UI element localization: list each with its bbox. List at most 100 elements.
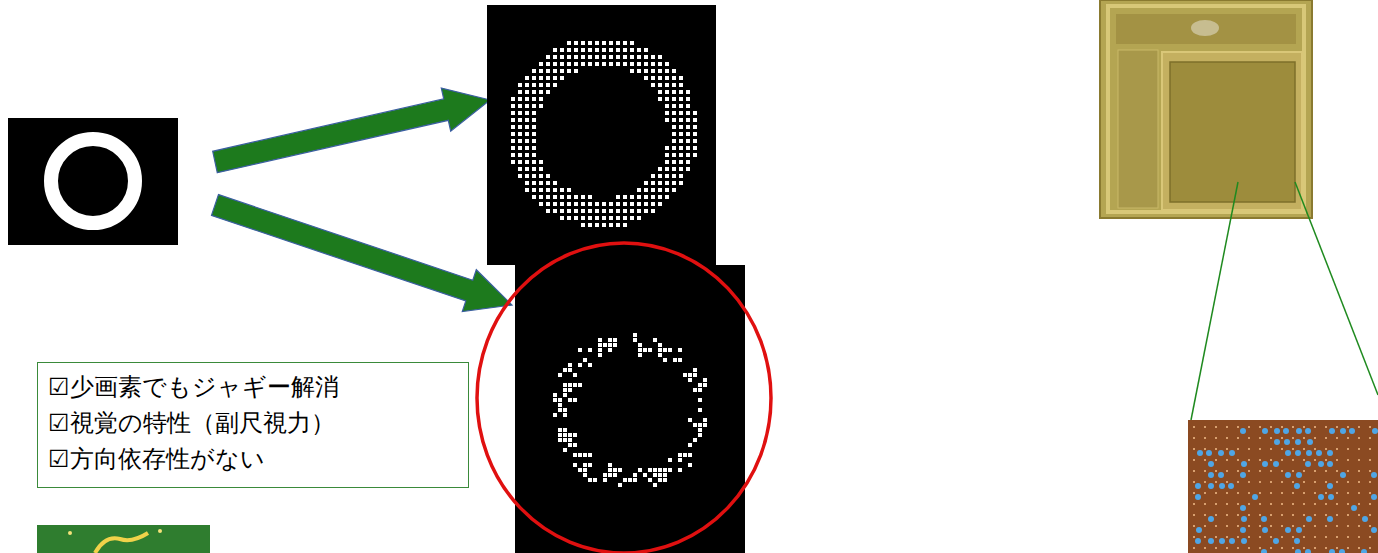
pixel <box>651 83 655 87</box>
pixel <box>1270 437 1272 439</box>
pixel <box>553 76 557 80</box>
pixel <box>648 478 652 482</box>
pixel <box>567 188 571 192</box>
pixel <box>637 188 641 192</box>
pixel <box>679 160 683 164</box>
pixel <box>1336 437 1338 439</box>
pixel <box>658 348 662 352</box>
pixel <box>686 153 690 157</box>
pixel <box>613 338 617 342</box>
pixel <box>518 97 522 101</box>
pixel <box>665 111 669 115</box>
pixel <box>678 468 682 472</box>
pixel <box>637 209 641 213</box>
pixel <box>658 188 662 192</box>
pixel <box>1259 503 1261 505</box>
pixel <box>578 348 582 352</box>
pixel <box>546 181 550 185</box>
pixel <box>546 76 550 80</box>
pixel <box>1314 481 1316 483</box>
pixel <box>1237 525 1239 527</box>
pixel <box>1314 437 1316 439</box>
pixel <box>1314 536 1316 538</box>
pixel <box>643 473 647 477</box>
pixel <box>1204 481 1206 483</box>
pixel <box>651 202 655 206</box>
pixel <box>616 223 620 227</box>
pixel <box>1358 525 1360 527</box>
pixel <box>672 90 676 94</box>
pixel <box>518 83 522 87</box>
pixel <box>688 453 692 457</box>
pixel <box>532 132 536 136</box>
pixel <box>651 195 655 199</box>
micro-pixel <box>1229 450 1235 456</box>
micro-pixel <box>1372 428 1378 434</box>
pixel <box>637 69 641 73</box>
pixel <box>651 181 655 185</box>
pixel <box>686 146 690 150</box>
pixel <box>532 167 536 171</box>
micro-pixel <box>1241 461 1247 467</box>
pixel <box>532 104 536 108</box>
micro-pixel <box>1294 538 1300 544</box>
pixel <box>658 343 662 347</box>
pixel <box>679 118 683 122</box>
pixel <box>532 160 536 164</box>
micro-pixel <box>1362 516 1368 522</box>
pixel <box>1237 448 1239 450</box>
pixel <box>1215 547 1217 549</box>
pixel <box>1314 492 1316 494</box>
arrow <box>213 88 490 173</box>
pixel <box>637 48 641 52</box>
pixel <box>672 97 676 101</box>
pixel <box>653 468 657 472</box>
pixel <box>1248 426 1250 428</box>
pixel <box>1303 514 1305 516</box>
pixel <box>658 353 662 357</box>
micro-pixel <box>1316 450 1322 456</box>
pixel <box>609 62 613 66</box>
pixel <box>1336 514 1338 516</box>
pixel <box>574 202 578 206</box>
pixel <box>638 468 642 472</box>
pixel <box>595 62 599 66</box>
pixel <box>1215 459 1217 461</box>
pixel <box>672 118 676 122</box>
pixel <box>598 348 602 352</box>
pixel <box>1193 547 1195 549</box>
pixel <box>602 216 606 220</box>
pixel <box>678 458 682 462</box>
pixel <box>567 48 571 52</box>
pixel <box>672 139 676 143</box>
pixel <box>1237 514 1239 516</box>
pixel <box>1259 437 1261 439</box>
pixel <box>588 463 592 467</box>
pixel <box>602 62 606 66</box>
pixel <box>573 443 577 447</box>
micro-pixel <box>1339 549 1345 553</box>
micro-pixel <box>1240 527 1246 533</box>
pixel <box>1259 448 1261 450</box>
pixel <box>553 195 557 199</box>
pixel <box>672 76 676 80</box>
pixel <box>539 90 543 94</box>
pixel <box>1292 481 1294 483</box>
pixel <box>563 368 567 372</box>
micro-pixel <box>1296 428 1302 434</box>
pixel <box>567 202 571 206</box>
pixel <box>648 468 652 472</box>
pixel <box>1336 525 1338 527</box>
pixel <box>560 216 564 220</box>
pixel <box>546 209 550 213</box>
pixel <box>1303 503 1305 505</box>
micro-pixel <box>1273 538 1279 544</box>
micro-pixel <box>1329 549 1335 553</box>
pixel <box>1292 536 1294 538</box>
pixel <box>663 348 667 352</box>
pixel <box>1369 470 1371 472</box>
micro-pixel <box>1296 472 1302 478</box>
pixel <box>630 55 634 59</box>
pixel <box>1226 481 1228 483</box>
pixel-dots <box>511 41 697 227</box>
